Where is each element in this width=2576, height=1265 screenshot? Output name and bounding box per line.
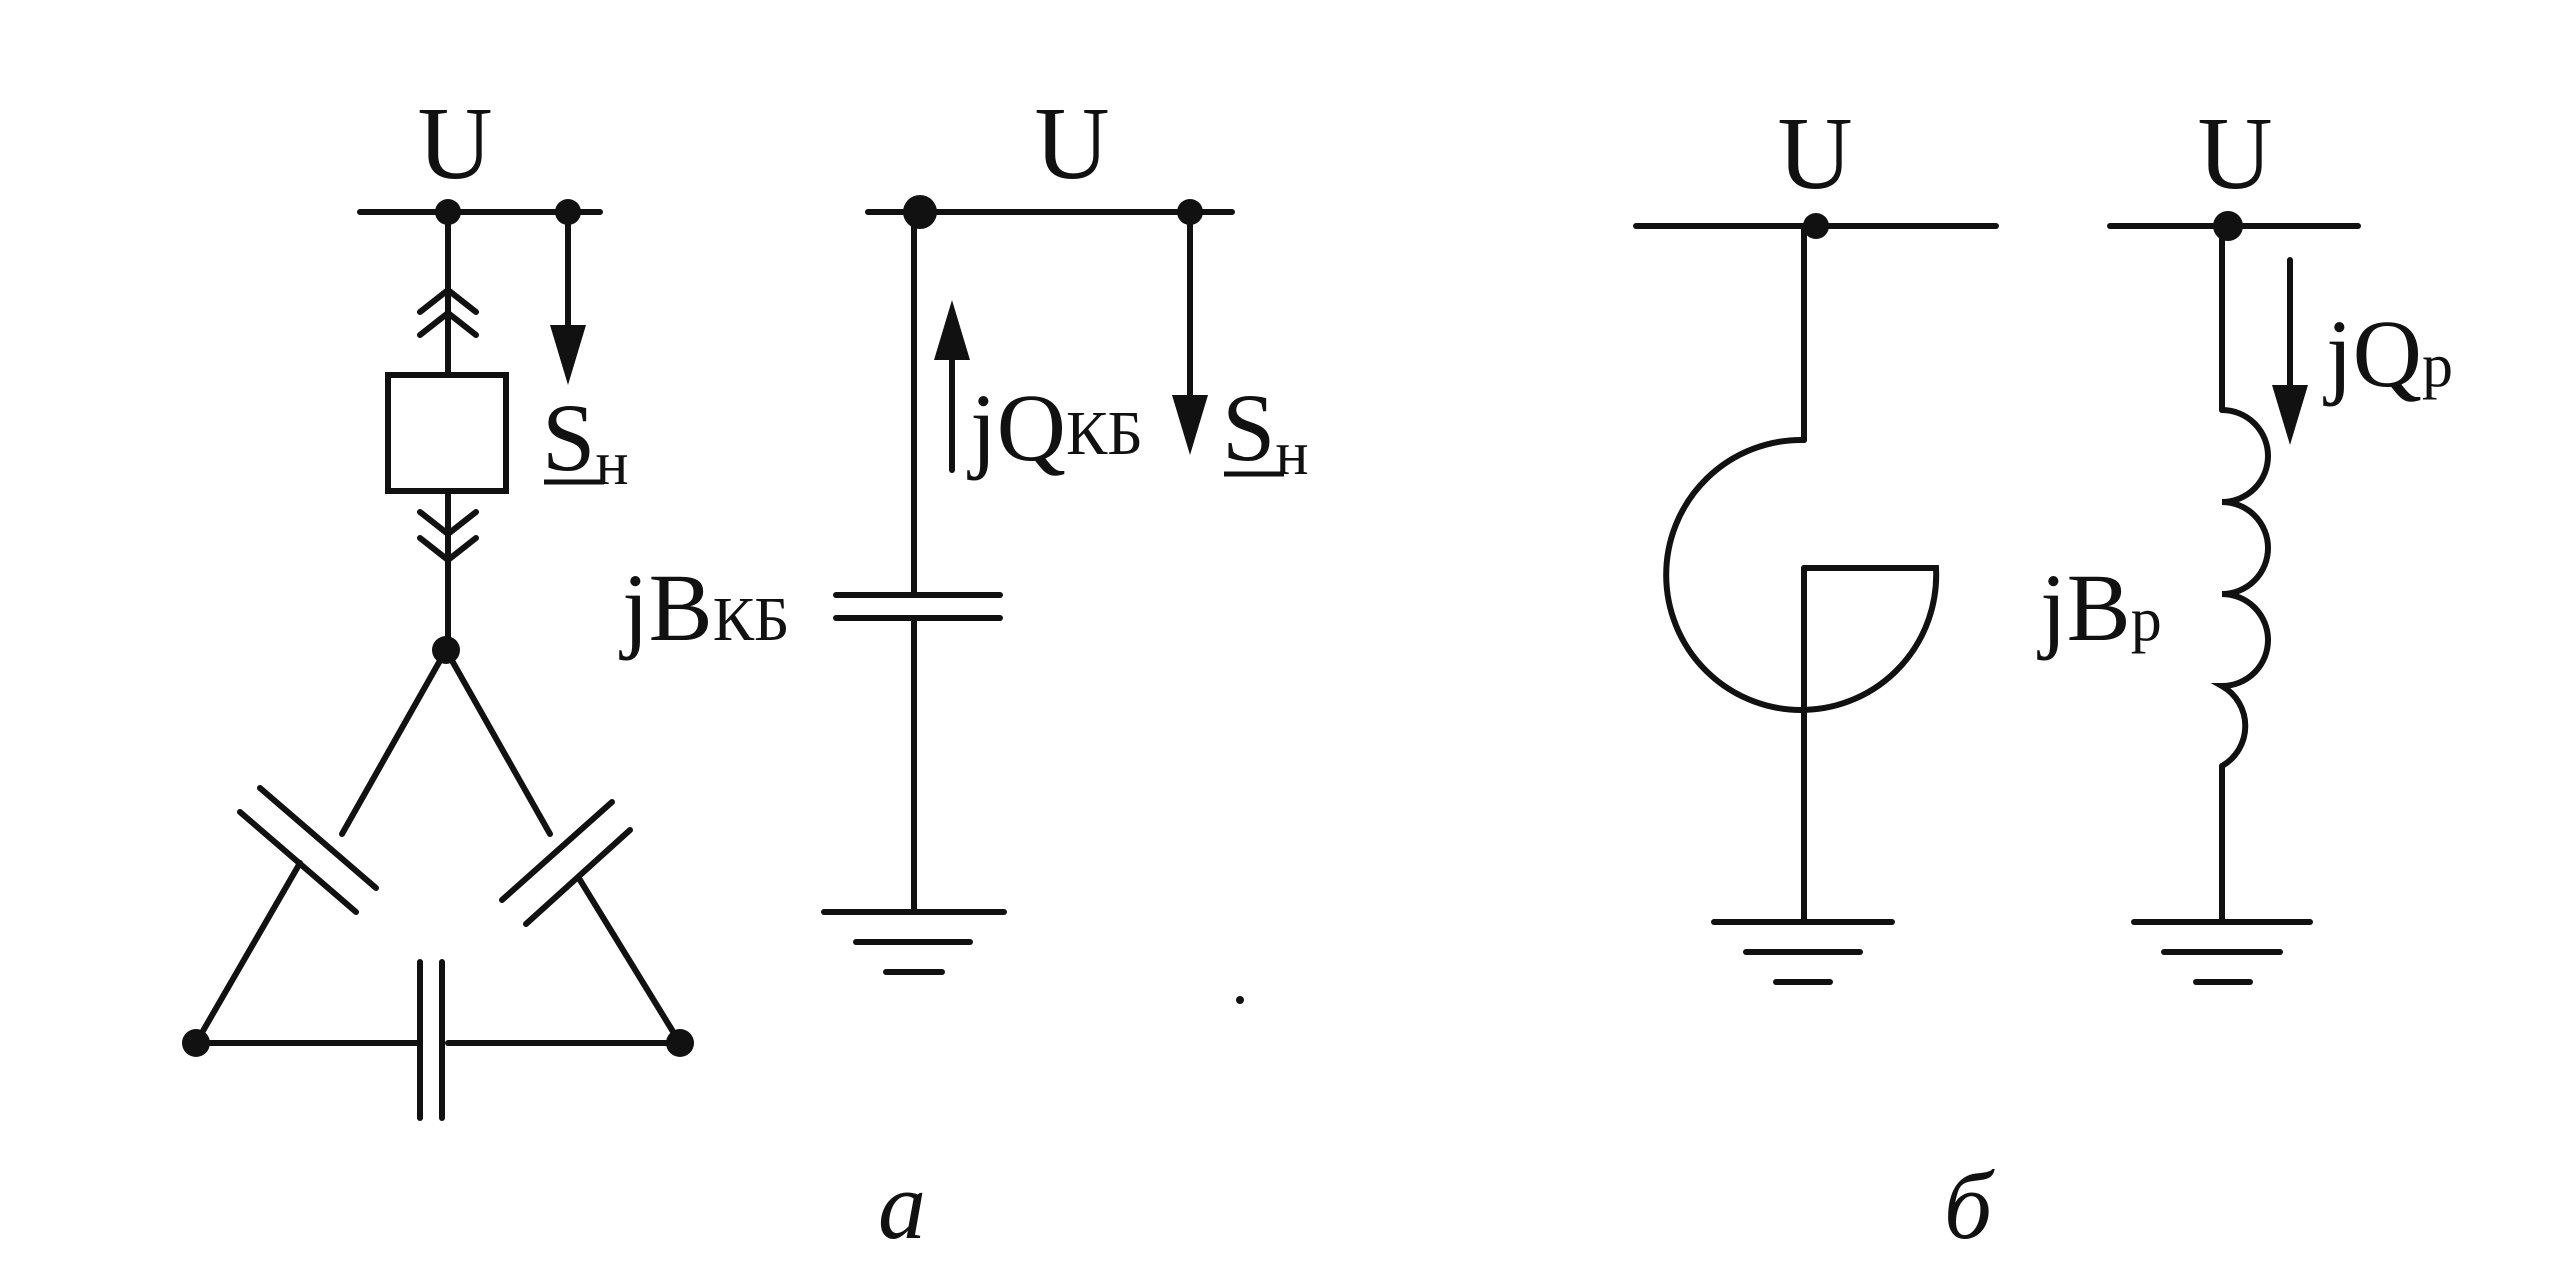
load-arrow-head-1 (550, 325, 586, 385)
compensator-circle-arc (1663, 436, 1940, 713)
stray-dot (1236, 996, 1244, 1004)
delta-capacitor-bank-circuit: U Sн (182, 86, 694, 1121)
caption-b: б (1944, 1152, 1995, 1259)
reactor-q-arrow-head (2272, 385, 2308, 445)
reactor-circuit: U jQр jBр (2037, 96, 2453, 985)
bus-voltage-label-4: U (2197, 96, 2272, 211)
bus-node-3 (1803, 213, 1829, 239)
switch-box (385, 372, 509, 494)
delta-left-upper (339, 647, 449, 837)
delta-left-lower (193, 860, 303, 1046)
delta-right-lower (577, 877, 683, 1046)
bus-node-2 (903, 195, 937, 229)
delta-right-upper (443, 647, 553, 837)
reactor-b-label: jBр (2037, 554, 2162, 661)
capacitor-equivalent-circuit: U jQКБ Sн jBКБ (619, 86, 1309, 975)
bus-voltage-label-2: U (1034, 86, 1109, 201)
capacitor-right-plate-1 (499, 799, 615, 903)
capacitor-left-plate-1 (257, 785, 379, 891)
bus-voltage-label-3: U (1777, 96, 1852, 211)
load-arrow-head-2 (1172, 395, 1208, 455)
capacitor-left-plate-2 (237, 809, 359, 915)
synchronous-compensator-circuit: U (1633, 96, 1999, 985)
bus-voltage-label-1: U (417, 86, 492, 201)
capacitor-right-plate-2 (523, 827, 633, 927)
capbank-q-label: jQКБ (967, 374, 1143, 481)
disconnect-chevron-bottom-1 (417, 509, 479, 538)
capbank-b-label: jBКБ (619, 554, 790, 661)
capbank-q-arrow-head (934, 300, 970, 360)
bus-node-4 (2213, 211, 2243, 241)
caption-a: а (878, 1152, 926, 1259)
reactor-coil (2210, 407, 2271, 769)
reactor-q-label: jQр (2323, 300, 2453, 407)
load-power-label-2: Sн (1222, 374, 1309, 488)
load-power-label-1: Sн (542, 384, 629, 498)
